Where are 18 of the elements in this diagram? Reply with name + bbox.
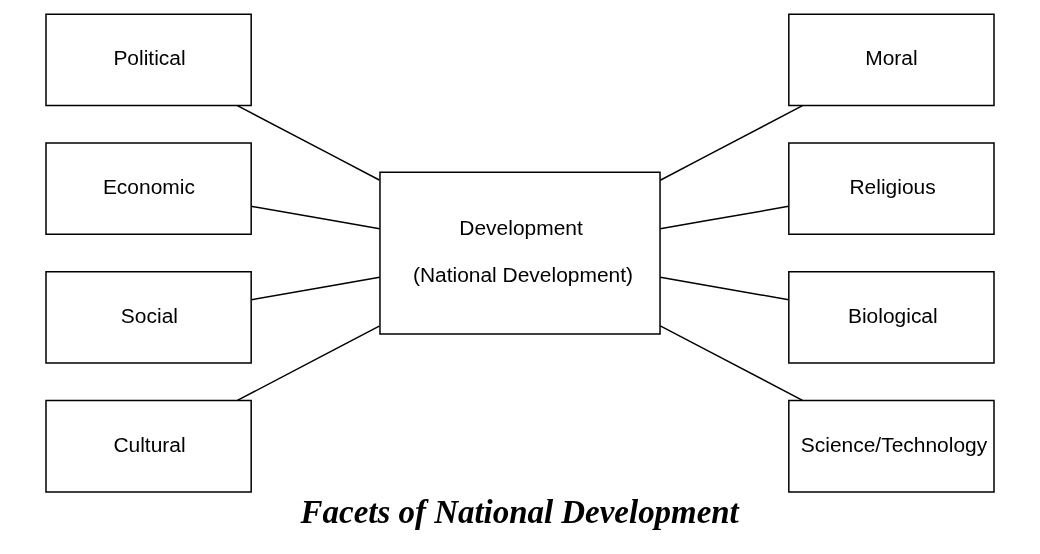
connector: [659, 205, 790, 230]
node-box: Economic: [45, 142, 252, 236]
node-box: Political: [45, 13, 252, 107]
connector: [250, 205, 381, 230]
node-box: Social: [45, 271, 252, 364]
node-box: Moral: [788, 13, 995, 107]
caption: Facets of National Development: [300, 493, 739, 530]
connector: [659, 276, 790, 301]
connector: [236, 325, 380, 402]
node-box: Biological: [788, 271, 995, 364]
node-box: Religious: [788, 142, 995, 236]
connector: [659, 104, 804, 181]
connector: [659, 325, 804, 402]
node-box: Cultural: [45, 399, 252, 493]
node-box: Science/Technology: [788, 399, 995, 493]
node-box: Development (National Development): [379, 171, 661, 335]
connector: [250, 276, 381, 301]
connector: [236, 104, 380, 181]
